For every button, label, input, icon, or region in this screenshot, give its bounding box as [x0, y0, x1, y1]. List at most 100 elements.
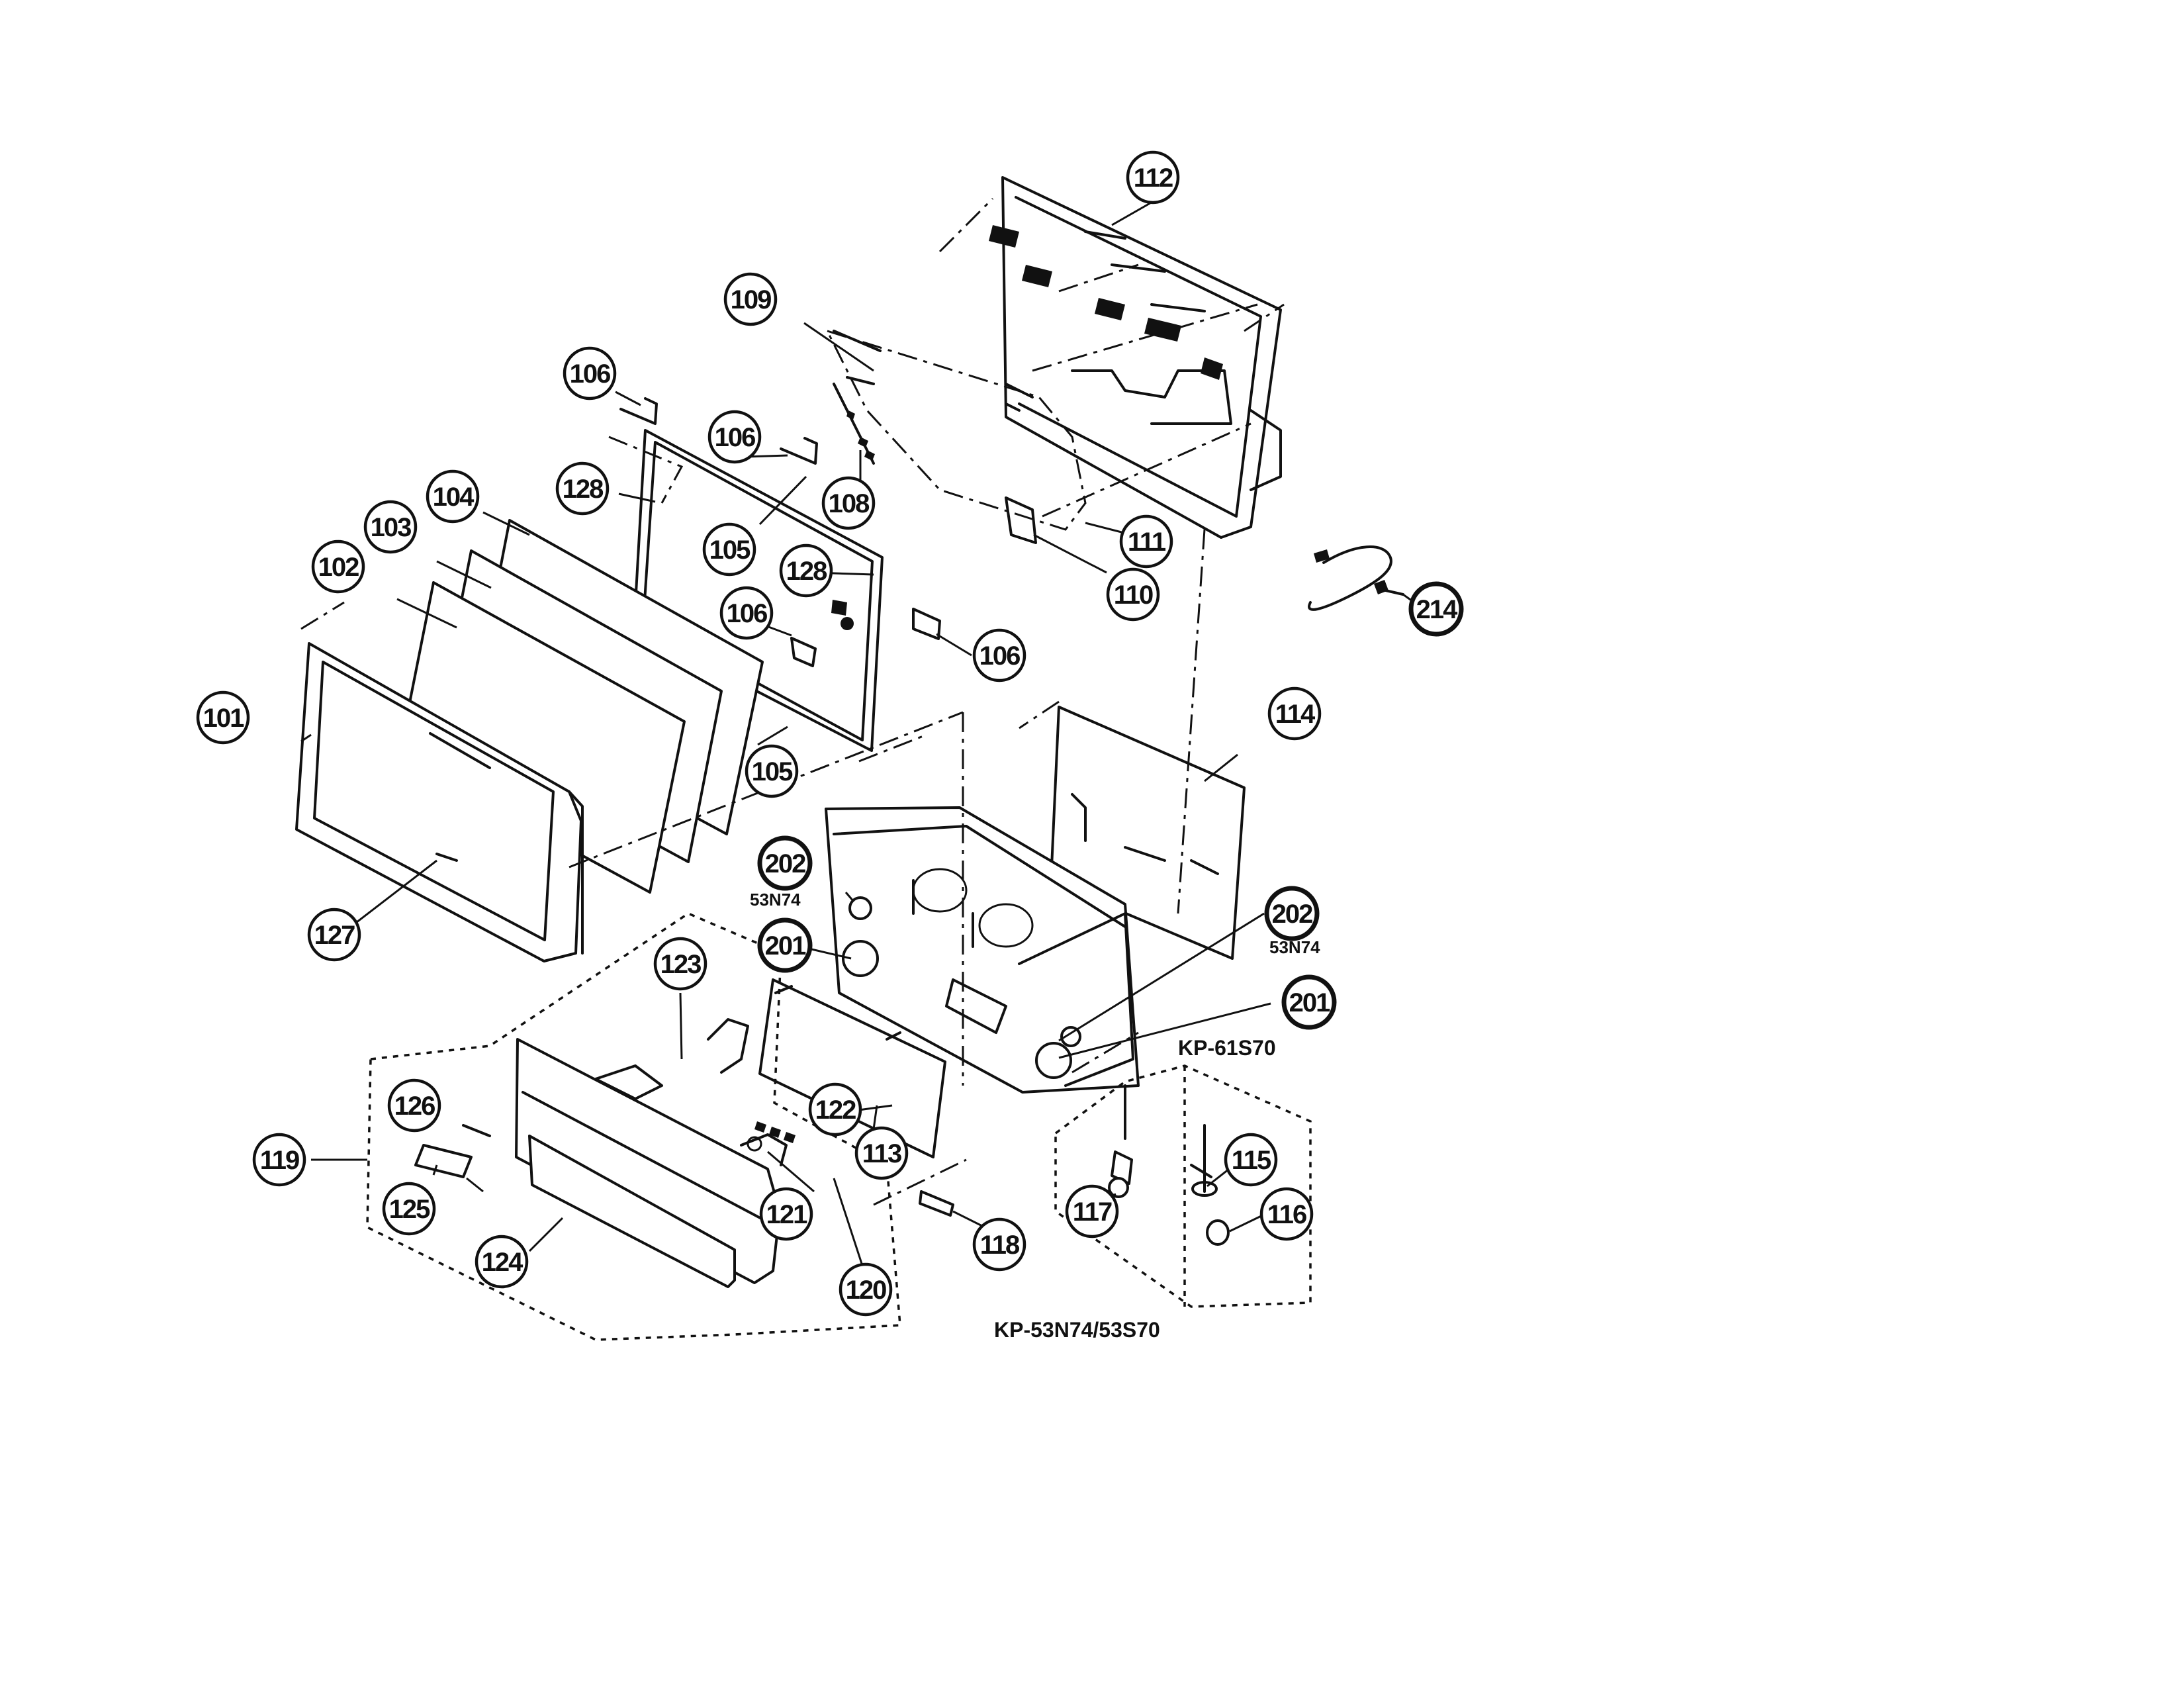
callout-number: 126: [394, 1092, 435, 1121]
model-notes: 53N74 53N74 KP-61S70 KP-53N74/53S70: [750, 890, 1320, 1342]
callout-112: 112: [1126, 150, 1180, 205]
callout-number: 106: [979, 641, 1020, 671]
callout-ring: [707, 410, 762, 464]
callout-number: 116: [1267, 1200, 1306, 1229]
callout-106: 106: [719, 586, 774, 640]
callout-ring: [555, 461, 610, 516]
control-box-group-119: [366, 912, 901, 1341]
callout-109: 109: [723, 272, 778, 326]
callout-number: 121: [766, 1200, 807, 1229]
callout-ring: [757, 917, 813, 973]
callout-number: 109: [731, 285, 771, 314]
rear-cabinet-112: [989, 176, 1282, 539]
callout-ring: [839, 1262, 893, 1317]
callout-number: 128: [563, 475, 604, 504]
callout-number: 106: [570, 359, 610, 389]
callout-ring: [563, 346, 617, 400]
callout-127: 127: [307, 908, 361, 962]
callout-number: 125: [389, 1195, 430, 1224]
callout-111: 111: [1119, 514, 1173, 569]
callout-number: 202: [765, 849, 805, 878]
brackets-106: [619, 397, 941, 667]
callout-ring: [757, 835, 813, 891]
callout-108: 108: [821, 476, 876, 530]
callout-number: 106: [715, 423, 755, 452]
callout-128: 128: [779, 543, 833, 598]
chassis-frame: [825, 806, 1140, 1094]
callout-number: 128: [786, 557, 827, 586]
callout-number: 113: [862, 1139, 901, 1168]
note-53n74-right: 53N74: [1269, 937, 1320, 957]
callout-number: 201: [765, 931, 806, 960]
callout-number: 119: [260, 1146, 299, 1175]
callout-128: 128: [555, 461, 610, 516]
callout-number: 202: [1272, 900, 1312, 929]
callout-ring: [719, 586, 774, 640]
back-cover-109: [825, 197, 1285, 544]
callout-ring: [382, 1182, 436, 1236]
callout-110: 110: [1106, 567, 1160, 622]
callout-105: 105: [745, 744, 799, 798]
callout-119: 119: [252, 1133, 306, 1187]
callout-106: 106: [563, 346, 617, 400]
callout-ring: [1264, 886, 1320, 941]
callout-122: 122: [808, 1082, 862, 1137]
callout-106: 106: [707, 410, 762, 464]
callout-ring: [311, 539, 365, 594]
strap-108: [833, 383, 875, 465]
callout-ring: [1224, 1133, 1278, 1187]
callout-106: 106: [972, 628, 1026, 682]
callout-number: 127: [314, 921, 355, 950]
callout-number: 122: [815, 1096, 856, 1125]
alignment-lines: [569, 422, 1251, 1086]
callout-126: 126: [387, 1078, 441, 1133]
callout-ring: [475, 1235, 529, 1289]
callout-number: 123: [660, 950, 701, 979]
callout-ring: [779, 543, 833, 598]
note-kp53n74: KP-53N74/53S70: [994, 1318, 1160, 1342]
callout-number: 102: [318, 553, 359, 582]
callout-ring: [972, 628, 1026, 682]
screen-panel-102: [398, 581, 686, 894]
callout-201: 201: [1281, 974, 1337, 1030]
callout-number: 108: [829, 489, 870, 518]
callout-number: 115: [1232, 1146, 1271, 1175]
callout-123: 123: [653, 937, 707, 991]
callout-120: 120: [839, 1262, 893, 1317]
callout-number: 120: [846, 1276, 886, 1305]
callout-ring: [363, 500, 418, 554]
callout-ring: [759, 1187, 813, 1241]
callout-101: 101: [196, 690, 250, 745]
callout-ring: [1408, 581, 1464, 637]
callout-number: 111: [1128, 528, 1166, 557]
callout-121: 121: [759, 1187, 813, 1241]
callout-116: 116: [1259, 1187, 1314, 1241]
front-bezel-101: [295, 601, 584, 962]
callout-number: 104: [433, 483, 475, 512]
callout-ring: [723, 272, 778, 326]
callout-number: 103: [371, 513, 411, 542]
callout-104: 104: [426, 469, 480, 524]
callout-ring: [196, 690, 250, 745]
callout-ring: [426, 469, 480, 524]
callout-number: 112: [1134, 164, 1173, 193]
callout-ring: [252, 1133, 306, 1187]
callout-114: 114: [1267, 686, 1322, 741]
callout-202: 202: [757, 835, 813, 891]
callout-number: 106: [727, 599, 767, 628]
callout-118: 118: [972, 1217, 1026, 1272]
callout-ring: [387, 1078, 441, 1133]
callout-201: 201: [757, 917, 813, 973]
callout-115: 115: [1224, 1133, 1278, 1187]
callout-103: 103: [363, 500, 418, 554]
power-cord-214: [1308, 545, 1404, 611]
callout-ring: [653, 937, 707, 991]
callout-number: 214: [1416, 595, 1458, 624]
callout-ring: [972, 1217, 1026, 1272]
note-kp61s70: KP-61S70: [1178, 1036, 1276, 1060]
callout-102: 102: [311, 539, 365, 594]
callout-ring: [1126, 150, 1180, 205]
callout-ring: [702, 522, 756, 577]
